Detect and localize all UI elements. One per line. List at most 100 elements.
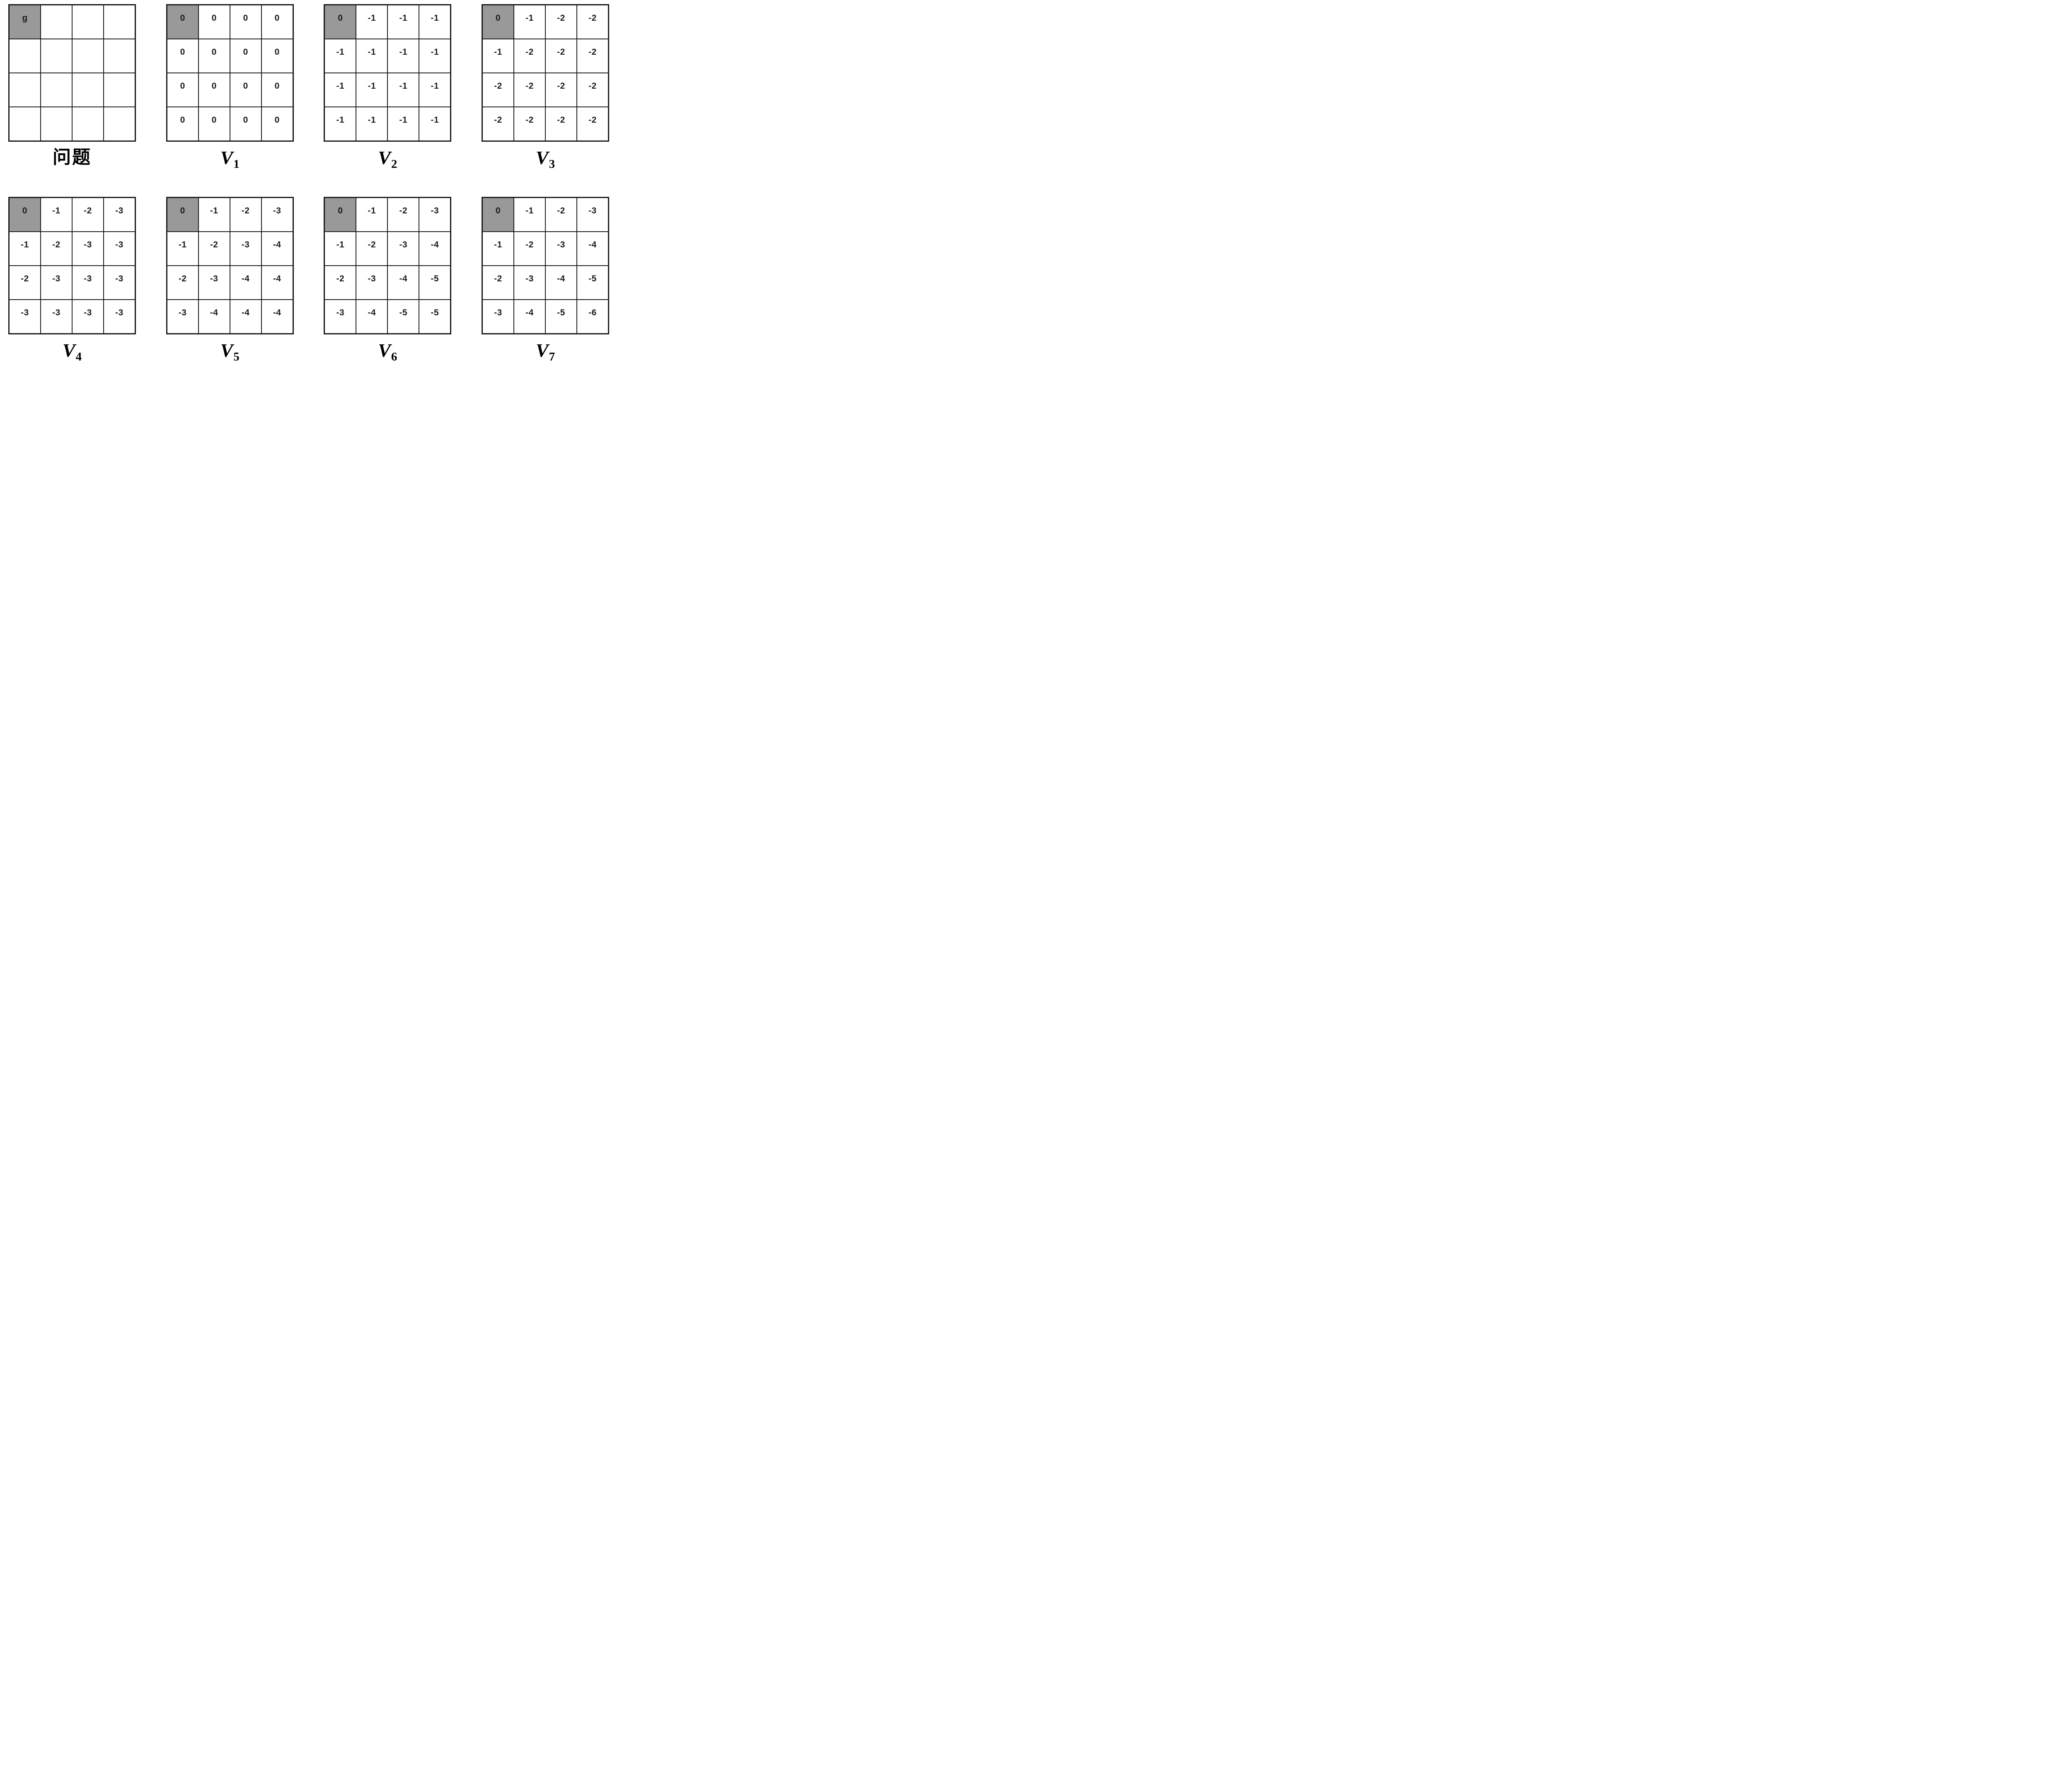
cell-V7-r0c0-goal: 0 — [482, 198, 513, 232]
cell-problem-r0c1 — [41, 5, 72, 39]
caption-v3-sub: 3 — [549, 157, 555, 171]
caption-v2: V2 — [378, 147, 397, 171]
cell-V2-r0c3: -1 — [419, 5, 450, 39]
cell-V5-r0c0-goal: 0 — [167, 198, 198, 232]
cell-V6-r3c1: -4 — [356, 300, 387, 334]
cell-V2-r0c2: -1 — [388, 5, 419, 39]
cell-V4-r0c0-goal: 0 — [10, 198, 40, 232]
caption-v5-sub: 5 — [233, 350, 240, 364]
cell-V2-r1c3: -1 — [419, 39, 450, 73]
cell-problem-r1c3 — [104, 39, 135, 73]
cell-V4-r1c3: -3 — [104, 232, 135, 266]
cell-V1-r1c3: 0 — [261, 39, 293, 73]
caption-v5-base: V — [220, 340, 233, 361]
panel-v2: 0-1-1-1-1-1-1-1-1-1-1-1-1-1-1-1 V2 — [324, 4, 452, 171]
cell-V4-r1c0: -1 — [10, 232, 40, 266]
caption-v4-sub: 4 — [75, 350, 82, 364]
cell-V2-r0c1: -1 — [356, 5, 387, 39]
cell-V3-r1c1: -2 — [514, 39, 545, 73]
cell-V7-r3c2: -5 — [545, 300, 576, 334]
cell-V5-r1c3: -4 — [261, 232, 293, 266]
cell-V2-r1c0: -1 — [325, 39, 356, 73]
caption-v2-base: V — [378, 147, 391, 168]
cell-problem-r2c3 — [104, 73, 135, 106]
panel-v4: 0-1-2-3-1-2-3-3-2-3-3-3-3-3-3-3 V4 — [8, 197, 136, 364]
cell-V5-r0c2: -2 — [230, 198, 261, 232]
cell-V4-r2c0: -2 — [10, 266, 40, 300]
cell-problem-r2c0 — [10, 73, 40, 106]
cell-V7-r1c0: -1 — [482, 232, 513, 266]
cell-V1-r2c1: 0 — [198, 73, 230, 106]
cell-V2-r1c2: -1 — [388, 39, 419, 73]
cell-problem-r1c2 — [73, 39, 103, 73]
cell-V2-r2c2: -1 — [388, 73, 419, 106]
cell-V3-r1c0: -1 — [482, 39, 513, 73]
caption-v4-base: V — [62, 340, 75, 361]
cell-V3-r0c1: -1 — [514, 5, 545, 39]
grid-row-bottom: 0-1-2-3-1-2-3-3-2-3-3-3-3-3-3-3 V4 0-1-2… — [0, 197, 622, 364]
cell-V6-r1c3: -4 — [419, 232, 450, 266]
cell-V1-r3c1: 0 — [198, 107, 230, 140]
caption-problem: 问题 — [53, 147, 92, 167]
cell-V4-r2c3: -3 — [104, 266, 135, 300]
cell-V4-r0c2: -2 — [73, 198, 103, 232]
cell-V5-r1c2: -3 — [230, 232, 261, 266]
cell-V1-r2c3: 0 — [261, 73, 293, 106]
caption-v6-sub: 6 — [391, 350, 397, 364]
cell-V3-r3c2: -2 — [545, 107, 576, 140]
cell-V7-r1c2: -3 — [545, 232, 576, 266]
cell-V2-r2c3: -1 — [419, 73, 450, 106]
cell-V4-r3c0: -3 — [10, 300, 40, 334]
cell-problem-r3c2 — [73, 107, 103, 140]
cell-V6-r0c3: -3 — [419, 198, 450, 232]
caption-problem-text: 问题 — [53, 147, 92, 167]
cell-V2-r3c3: -1 — [419, 107, 450, 140]
cell-V7-r1c3: -4 — [577, 232, 608, 266]
cell-problem-r2c2 — [73, 73, 103, 106]
panel-v3: 0-1-2-2-1-2-2-2-2-2-2-2-2-2-2-2 V3 — [481, 4, 609, 171]
cell-V6-r3c0: -3 — [325, 300, 356, 334]
caption-v3-base: V — [535, 147, 549, 168]
cell-V7-r0c3: -3 — [577, 198, 608, 232]
grid-v2: 0-1-1-1-1-1-1-1-1-1-1-1-1-1-1-1 — [324, 4, 452, 142]
cell-V6-r1c1: -2 — [356, 232, 387, 266]
cell-V1-r2c2: 0 — [230, 73, 261, 106]
cell-V6-r0c0-goal: 0 — [325, 198, 356, 232]
cell-V1-r1c2: 0 — [230, 39, 261, 73]
cell-V7-r2c0: -2 — [482, 266, 513, 300]
cell-V1-r0c3: 0 — [261, 5, 293, 39]
cell-V1-r3c0: 0 — [167, 107, 198, 140]
cell-V6-r2c0: -2 — [325, 266, 356, 300]
cell-V5-r0c1: -1 — [198, 198, 230, 232]
cell-V5-r2c0: -2 — [167, 266, 198, 300]
cell-V2-r3c0: -1 — [325, 107, 356, 140]
cell-V2-r0c0-goal: 0 — [325, 5, 356, 39]
caption-v1-base: V — [220, 147, 233, 168]
cell-problem-r0c2 — [73, 5, 103, 39]
cell-V3-r2c0: -2 — [482, 73, 513, 106]
cell-problem-r0c3 — [104, 5, 135, 39]
cell-V2-r2c0: -1 — [325, 73, 356, 106]
cell-V4-r2c2: -3 — [73, 266, 103, 300]
cell-problem-r3c3 — [104, 107, 135, 140]
cell-V6-r1c0: -1 — [325, 232, 356, 266]
panel-v7: 0-1-2-3-1-2-3-4-2-3-4-5-3-4-5-6 V7 — [481, 197, 609, 364]
caption-v3: V3 — [535, 147, 555, 171]
caption-v1-sub: 1 — [233, 157, 240, 171]
cell-problem-r3c1 — [41, 107, 72, 140]
caption-v5: V5 — [220, 340, 240, 364]
cell-V3-r0c0-goal: 0 — [482, 5, 513, 39]
cell-V1-r2c0: 0 — [167, 73, 198, 106]
panel-problem: g 问题 — [8, 4, 136, 167]
cell-V4-r3c2: -3 — [73, 300, 103, 334]
caption-v7: V7 — [536, 340, 555, 364]
grid-v6: 0-1-2-3-1-2-3-4-2-3-4-5-3-4-5-5 — [324, 197, 452, 335]
cell-V4-r1c2: -3 — [73, 232, 103, 266]
cell-V1-r1c0: 0 — [167, 39, 198, 73]
cell-V5-r1c0: -1 — [167, 232, 198, 266]
cell-problem-r3c0 — [10, 107, 40, 140]
cell-V5-r3c1: -4 — [198, 300, 230, 334]
caption-v2-sub: 2 — [391, 157, 397, 171]
